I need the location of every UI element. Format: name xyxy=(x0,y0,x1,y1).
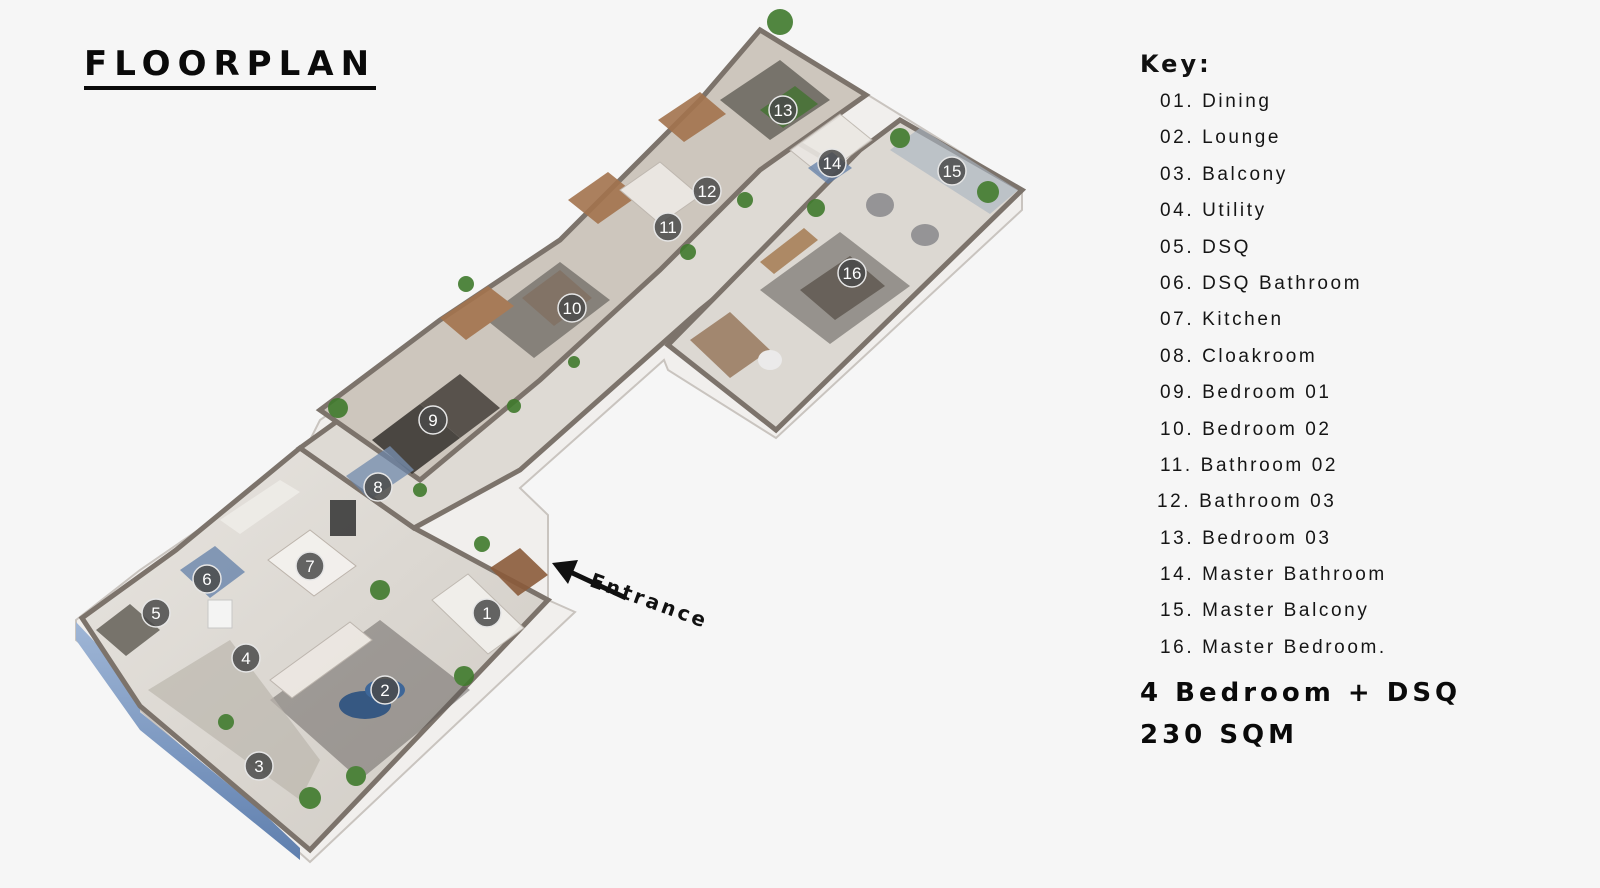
room-marker-12: 12 xyxy=(692,176,722,206)
svg-text:13: 13 xyxy=(774,101,793,120)
room-marker-1: 1 xyxy=(472,598,502,628)
key-item-master-bedroom: 16. Master Bedroom. xyxy=(1160,636,1387,658)
svg-text:2: 2 xyxy=(380,681,389,700)
room-marker-6: 6 xyxy=(192,564,222,594)
svg-text:14: 14 xyxy=(823,154,842,173)
room-marker-5: 5 xyxy=(141,598,171,628)
room-marker-14: 14 xyxy=(817,148,847,178)
key-item-master-bathroom: 14. Master Bathroom xyxy=(1160,564,1387,586)
room-marker-15: 15 xyxy=(937,156,967,186)
room-marker-4: 4 xyxy=(231,643,261,673)
key-item-balcony: 03. Balcony xyxy=(1160,163,1288,185)
key-item-lounge: 02. Lounge xyxy=(1160,127,1282,149)
key-item-bedroom-02: 10. Bedroom 02 xyxy=(1160,418,1332,440)
unit-type: 4 Bedroom + DSQ xyxy=(1140,678,1462,709)
unit-area: 230 SQM xyxy=(1140,720,1299,751)
key-item-kitchen: 07. Kitchen xyxy=(1160,309,1284,331)
key-item-bathroom-03: 12. Bathroom 03 xyxy=(1157,491,1337,513)
key-item-dining: 01. Dining xyxy=(1160,91,1272,112)
entrance-arrow-icon xyxy=(552,560,628,601)
svg-text:8: 8 xyxy=(373,478,382,497)
key-item-bedroom-01: 09. Bedroom 01 xyxy=(1160,382,1332,404)
room-marker-2: 2 xyxy=(370,675,400,705)
key-item-utility: 04. Utility xyxy=(1160,200,1267,222)
key-item-bathroom-02: 11. Bathroom 02 xyxy=(1160,454,1339,476)
page-title: FLOORPLAN xyxy=(84,44,377,90)
svg-text:10: 10 xyxy=(563,299,582,318)
svg-text:11: 11 xyxy=(659,218,677,237)
svg-text:5: 5 xyxy=(151,604,160,623)
room-marker-3: 3 xyxy=(244,751,274,781)
key-heading: Key: xyxy=(1140,50,1212,78)
svg-text:15: 15 xyxy=(943,162,962,181)
key-item-cloakroom: 08. Cloakroom xyxy=(1160,345,1318,367)
key-list: 01. Dining 02. Lounge 03. Balcony 04. Ut… xyxy=(1140,90,1461,672)
svg-text:1: 1 xyxy=(482,604,491,623)
room-marker-7: 7 xyxy=(295,551,325,581)
svg-text:3: 3 xyxy=(254,757,263,776)
room-marker-16: 16 xyxy=(837,258,867,288)
svg-text:7: 7 xyxy=(305,557,314,576)
room-marker-11: 11 xyxy=(653,212,683,242)
svg-text:12: 12 xyxy=(698,182,717,201)
room-marker-10: 10 xyxy=(557,293,587,323)
key-item-dsq-bathroom: 06. DSQ Bathroom xyxy=(1160,272,1363,294)
key-item-master-balcony: 15. Master Balcony xyxy=(1160,600,1370,622)
room-marker-9: 9 xyxy=(418,405,448,435)
key-legend: Key: 01. Dining 02. Lounge 03. Balcony 0… xyxy=(1140,50,1461,756)
room-marker-13: 13 xyxy=(768,95,798,125)
room-marker-8: 8 xyxy=(363,472,393,502)
svg-text:9: 9 xyxy=(428,411,437,430)
svg-text:4: 4 xyxy=(241,649,250,668)
key-item-dsq: 05. DSQ xyxy=(1160,236,1252,258)
svg-text:6: 6 xyxy=(202,570,211,589)
svg-text:16: 16 xyxy=(843,264,862,283)
key-item-bedroom-03: 13. Bedroom 03 xyxy=(1160,527,1332,549)
